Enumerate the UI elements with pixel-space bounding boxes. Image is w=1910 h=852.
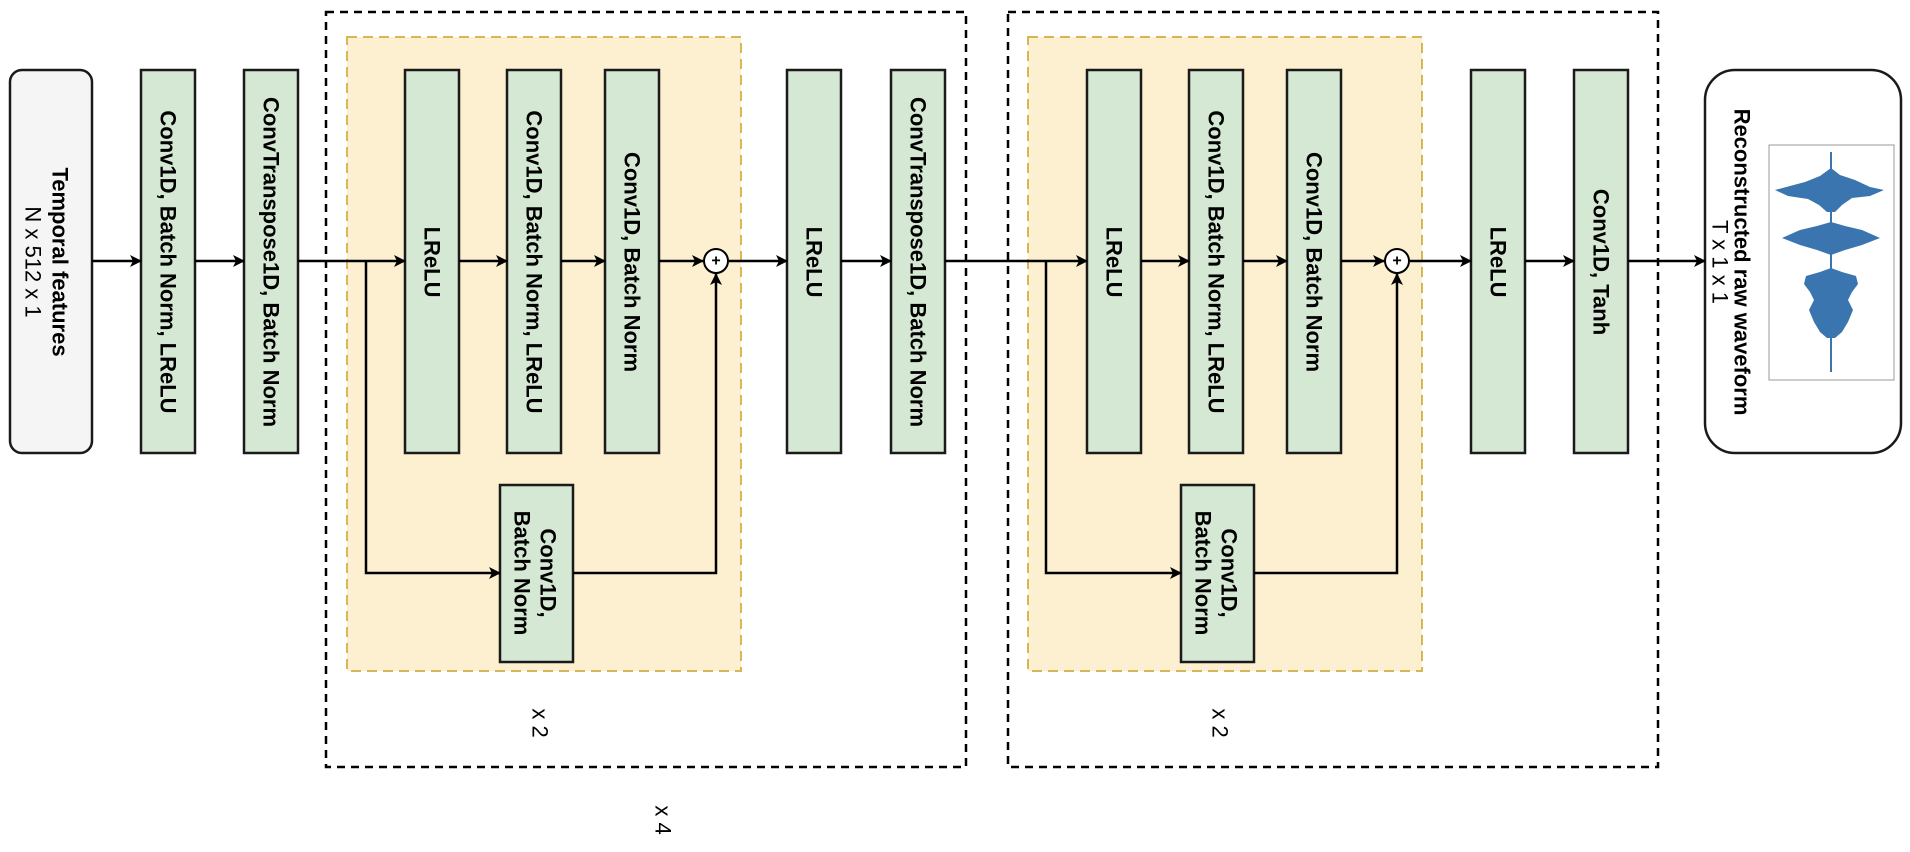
stage2-sum-node: + [1384, 248, 1410, 274]
stage2-res-lrelu-label: LReLU [1102, 227, 1127, 298]
stage2-repeat-label: x 2 [1208, 708, 1233, 737]
circled-plus-icon: + [711, 253, 720, 270]
stage2-final-conv-label: Conv1D, Tanh [1589, 189, 1614, 335]
stage2-res-conv2-layer: Conv1D, Batch Norm [1285, 68, 1343, 455]
input-title: Temporal features [48, 167, 73, 356]
stage2-lrelu-label: LReLU [1486, 227, 1511, 298]
circled-plus-icon: + [1392, 253, 1401, 270]
output-shape: T x 1 x 1 [1708, 220, 1733, 304]
stage1-res-conv1-label: Conv1D, Batch Norm, LReLU [522, 110, 547, 413]
stage1-res-conv2-layer: Conv1D, Batch Norm [603, 68, 661, 455]
waveform-icon [1768, 144, 1895, 381]
stage2-lrelu-layer: LReLU [1469, 68, 1527, 455]
stage1-res-skip-line1: Conv1D, [536, 528, 561, 617]
stage1-res-lrelu-label: LReLU [420, 227, 445, 298]
stem-upsample-layer: ConvTranspose1D, Batch Norm [242, 68, 300, 455]
stage2-final-conv-layer: Conv1D, Tanh [1572, 68, 1630, 455]
stem-conv-label: Conv1D, Batch Norm, LReLU [156, 110, 181, 413]
stem-upsample-label: ConvTranspose1D, Batch Norm [259, 97, 284, 427]
edges [92, 255, 1706, 579]
stage1-res-skip-conv-layer: Conv1D, Batch Norm [498, 483, 575, 664]
upsample-stage-1-group [324, 10, 968, 769]
output-node: Reconstructed raw waveform T x 1 x 1 [1703, 68, 1903, 455]
stage2-res-conv1-label: Conv1D, Batch Norm, LReLU [1204, 110, 1229, 413]
stage1-upsample-label: ConvTranspose1D, Batch Norm [906, 97, 931, 427]
stage1-sum-node: + [703, 248, 729, 274]
outer-repeat-label: x 4 [651, 805, 676, 834]
stage2-res-lrelu-layer: LReLU [1085, 68, 1143, 455]
stage1-lrelu-label: LReLU [802, 227, 827, 298]
input-node: Temporal features N x 512 x 1 [8, 68, 94, 455]
upsample-stage-2-group [1006, 10, 1660, 769]
stage1-res-conv2-label: Conv1D, Batch Norm [620, 152, 645, 372]
stage2-res-conv2-label: Conv1D, Batch Norm [1302, 152, 1327, 372]
stage2-res-conv1-layer: Conv1D, Batch Norm, LReLU [1187, 68, 1245, 455]
stage1-res-lrelu-layer: LReLU [403, 68, 461, 455]
stage2-res-skip-line2: Batch Norm [1191, 511, 1216, 636]
stem-conv-layer: Conv1D, Batch Norm, LReLU [139, 68, 197, 455]
stage1-res-conv1-layer: Conv1D, Batch Norm, LReLU [505, 68, 563, 455]
input-shape: N x 512 x 1 [21, 206, 46, 317]
stage1-lrelu-layer: LReLU [785, 68, 843, 455]
stage2-res-skip-conv-layer: Conv1D, Batch Norm [1179, 483, 1256, 664]
stage2-res-skip-line1: Conv1D, [1217, 528, 1242, 617]
output-title: Reconstructed raw waveform [1730, 109, 1755, 416]
stage1-res-skip-line2: Batch Norm [510, 511, 535, 636]
stage1-upsample-layer: ConvTranspose1D, Batch Norm [889, 68, 947, 455]
stage1-repeat-label: x 2 [528, 708, 553, 737]
